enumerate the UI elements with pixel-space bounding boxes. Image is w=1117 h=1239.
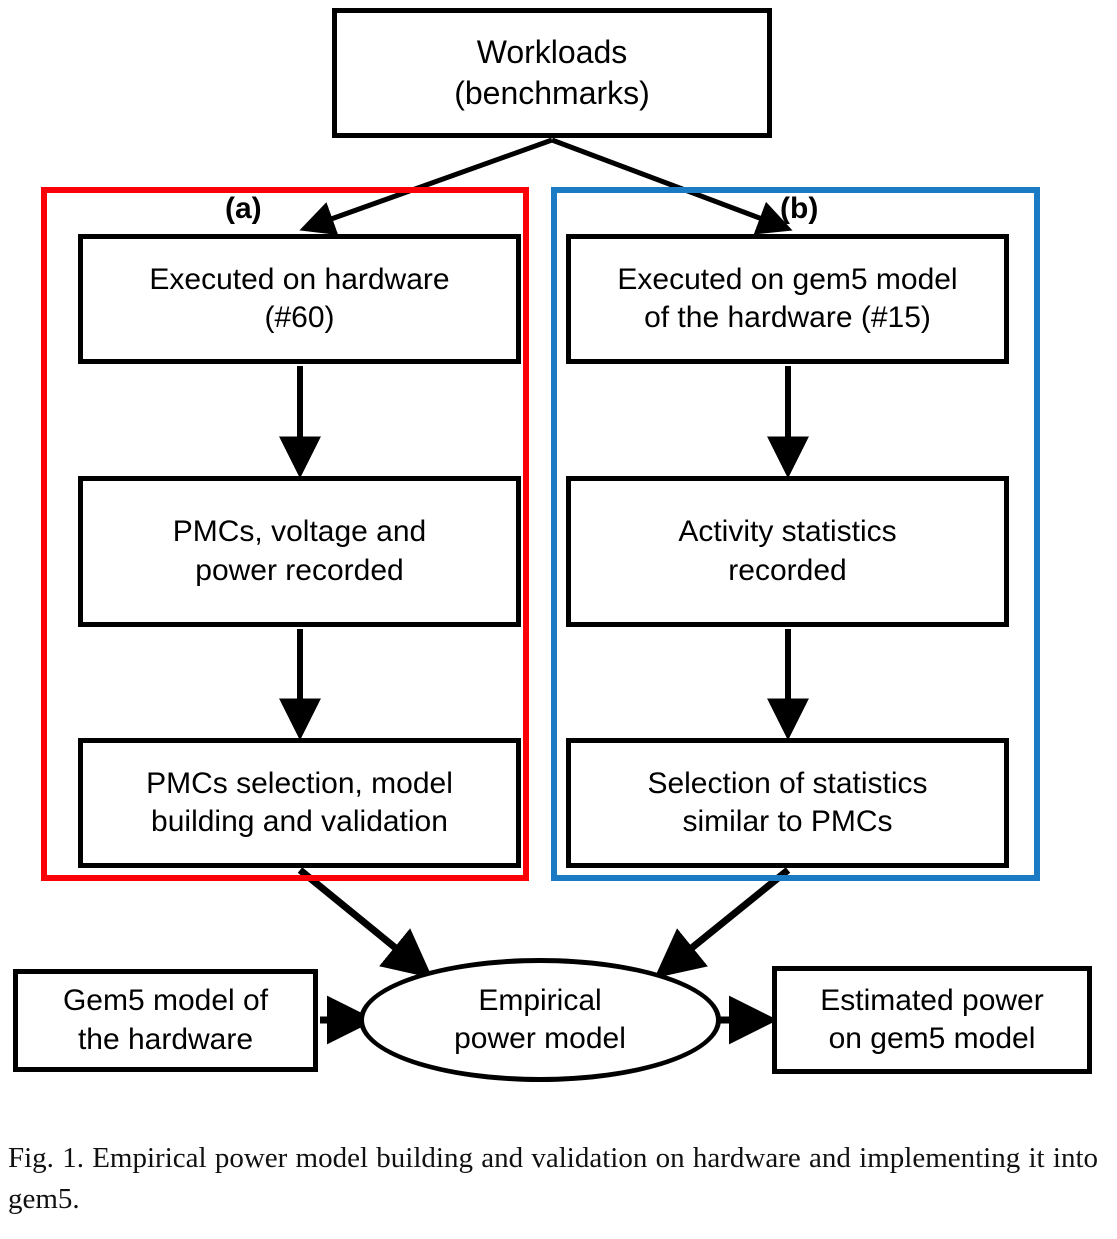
node-executed-on-gem5-label: Executed on gem5 model of the hardware (… <box>617 262 958 334</box>
arrow-pmcselect-to-empirical <box>297 867 433 979</box>
node-estimated-power: Estimated power on gem5 model <box>772 966 1092 1074</box>
arrow-selstats-to-empirical <box>654 867 791 979</box>
node-workloads-label: Workloads (benchmarks) <box>454 34 650 111</box>
node-estimated-power-label: Estimated power on gem5 model <box>820 983 1044 1055</box>
node-pmcs-recorded: PMCs, voltage and power recorded <box>78 476 521 627</box>
group-label-a: (a) <box>225 192 262 225</box>
group-panel-b <box>551 187 1040 881</box>
node-empirical-power-model: Empirical power model <box>359 958 721 1082</box>
figure-caption: Fig. 1. Empirical power model building a… <box>8 1142 1098 1216</box>
node-empirical-power-model-label: Empirical power model <box>454 983 626 1055</box>
node-activity-statistics: Activity statistics recorded <box>566 476 1009 627</box>
node-activity-statistics-label: Activity statistics recorded <box>678 515 897 587</box>
node-executed-on-hardware: Executed on hardware (#60) <box>78 234 521 364</box>
node-pmcs-selection-label: PMCs selection, model building and valid… <box>146 766 453 838</box>
group-label-b: (b) <box>780 192 819 225</box>
node-pmcs-selection: PMCs selection, model building and valid… <box>78 738 521 868</box>
figure-diagram: (a) (b) Workloads (benchmarks) Executed … <box>13 8 1092 1082</box>
group-panel-a <box>41 187 529 881</box>
node-selection-of-statistics: Selection of statistics similar to PMCs <box>566 738 1009 868</box>
node-workloads: Workloads (benchmarks) <box>332 8 772 138</box>
node-executed-on-hardware-label: Executed on hardware (#60) <box>149 262 450 334</box>
node-pmcs-recorded-label: PMCs, voltage and power recorded <box>172 515 427 587</box>
node-gem5-model-label: Gem5 model of the hardware <box>62 984 269 1056</box>
node-executed-on-gem5: Executed on gem5 model of the hardware (… <box>566 234 1009 364</box>
node-gem5-model: Gem5 model of the hardware <box>13 969 318 1072</box>
node-selection-of-statistics-label: Selection of statistics similar to PMCs <box>647 766 928 838</box>
